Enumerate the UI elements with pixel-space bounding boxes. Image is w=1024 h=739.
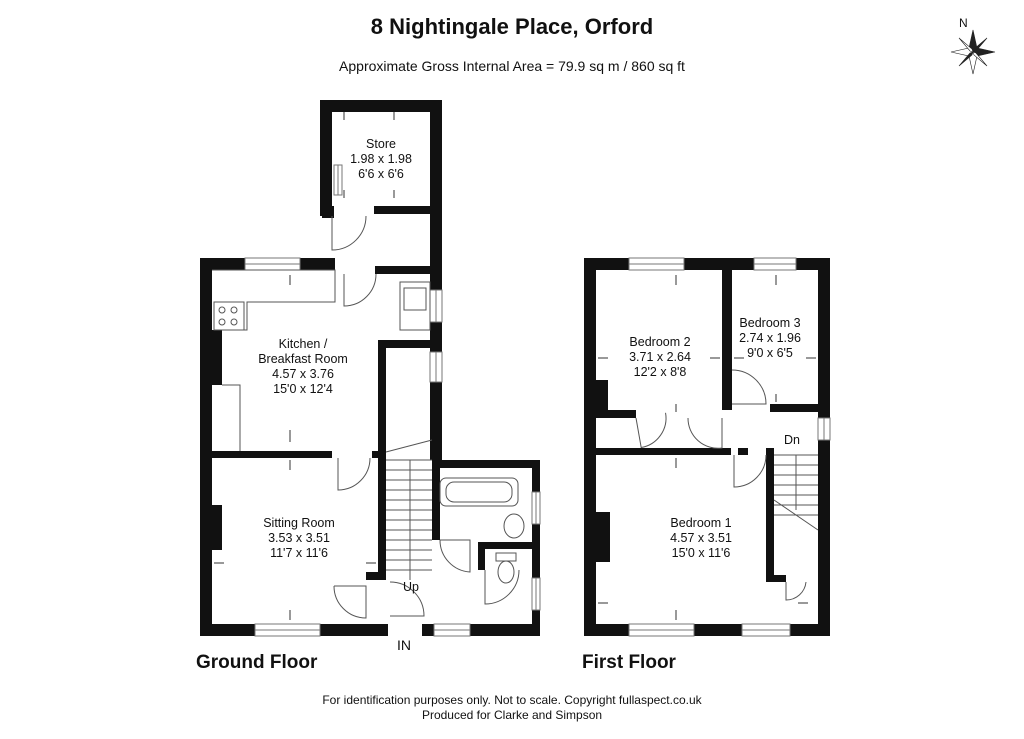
room-metric: 3.71 x 2.64 — [629, 350, 691, 364]
footer-disclaimer: For identification purposes only. Not to… — [322, 693, 702, 707]
entrance-label: IN — [397, 637, 411, 653]
room-metric: 3.53 x 3.51 — [268, 531, 330, 545]
plan-title: 8 Nightingale Place, Orford — [370, 14, 654, 39]
stairs-up-label: Up — [403, 580, 419, 594]
first-floor-arrows — [598, 275, 816, 620]
first-floor-fittings — [635, 369, 819, 601]
room-imperial: 15'0 x 11'6 — [671, 546, 731, 560]
room-imperial: 12'2 x 8'8 — [633, 365, 687, 379]
first-floor-walls — [584, 258, 830, 636]
room-name: Sitting Room — [263, 516, 335, 530]
room-imperial: 11'7 x 11'6 — [270, 546, 328, 560]
room-name-line2: Breakfast Room — [258, 352, 348, 366]
first-floor-label: First Floor — [582, 652, 676, 673]
compass-north-label: N — [959, 16, 968, 30]
window-glass-lines — [245, 165, 537, 631]
room-store: Store 1.98 x 1.98 6'6 x 6'6 — [350, 137, 412, 182]
first-floor-windows — [628, 257, 831, 637]
gross-area: Approximate Gross Internal Area = 79.9 s… — [339, 58, 685, 74]
room-name: Kitchen / — [278, 337, 328, 351]
room-metric: 2.74 x 1.96 — [739, 331, 801, 345]
ground-floor-label: Ground Floor — [196, 652, 318, 673]
room-imperial: 15'0 x 12'4 — [273, 382, 333, 396]
room-metric: 4.57 x 3.76 — [272, 367, 334, 381]
room-metric: 1.98 x 1.98 — [350, 152, 412, 166]
room-imperial: 9'0 x 6'5 — [747, 346, 793, 360]
room-bedroom-1: Bedroom 1 4.57 x 3.51 15'0 x 11'6 — [670, 516, 732, 561]
ground-floor-fittings — [212, 215, 525, 619]
room-name: Bedroom 3 — [739, 316, 801, 330]
compass-rose — [950, 29, 996, 75]
room-imperial: 6'6 x 6'6 — [358, 167, 404, 181]
room-name: Store — [366, 137, 396, 151]
room-metric: 4.57 x 3.51 — [670, 531, 732, 545]
room-name: Bedroom 1 — [670, 516, 732, 530]
footer-credit: Produced for Clarke and Simpson — [421, 708, 603, 722]
ground-floor-walls — [200, 100, 540, 636]
room-name: Bedroom 2 — [629, 335, 691, 349]
room-kitchen: Kitchen / Breakfast Room 4.57 x 3.76 15'… — [258, 337, 348, 397]
room-bedroom-3: Bedroom 3 2.74 x 1.96 9'0 x 6'5 — [739, 316, 801, 361]
ground-floor-arrows — [214, 112, 395, 620]
room-sitting: Sitting Room 3.53 x 3.51 11'7 x 11'6 — [263, 516, 335, 561]
first-floor-window-lines — [629, 263, 825, 631]
room-bedroom-2: Bedroom 2 3.71 x 2.64 12'2 x 8'8 — [629, 335, 691, 380]
ground-floor-windows — [244, 164, 541, 637]
stairs-down-label: Dn — [784, 433, 800, 447]
